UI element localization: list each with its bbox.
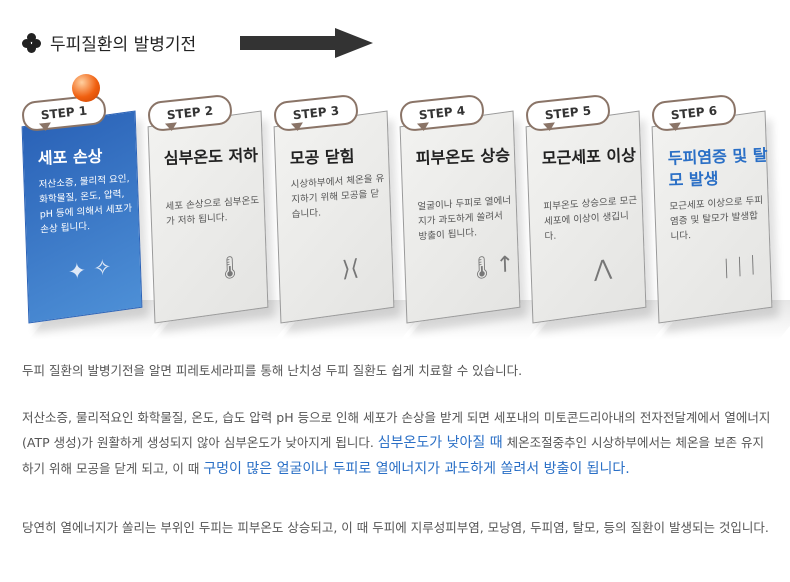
step-description: 모근세포 이상으로 두피염증 및 탈모가 발생합니다. (669, 195, 764, 243)
step-title: 심부온도 저하 (163, 145, 259, 168)
page-title: 두피질환의 발병기전 (50, 35, 197, 55)
step-title: 두피염증 및 탈모 발생 (667, 145, 768, 190)
intro-paragraph: 두피 질환의 발병기전을 알면 피레토세라피를 통해 난치성 두피 질환도 쉽게… (22, 363, 523, 378)
highlight-text: 구멍이 많은 얼굴이나 두피로 열에너지가 과도하게 쏠려서 방출이 됩니다. (203, 461, 630, 477)
step-title: 모공 닫힘 (289, 146, 355, 168)
conclusion-paragraph: 당연히 열에너지가 쏠리는 부위인 두피는 피부온도 상승되고, 이 때 두피에… (22, 520, 769, 535)
step-title: 세포 손상 (37, 146, 103, 168)
step-title: 피부온도 상승 (415, 145, 511, 168)
text-part: 체온조절중추인 시상하부에서는 체온을 보존 유지하기 위해 모공을 닫게 되고… (22, 435, 764, 476)
step-illustration-icon: ᛁᛁᛁ (719, 252, 760, 283)
step-illustration-icon: 🌡↑ (467, 251, 515, 283)
highlight-text: 심부온도가 낮아질 때 (377, 435, 503, 451)
mechanism-paragraph: 저산소증, 물리적요인 화학물질, 온도, 습도 압력 pH 등으로 인해 세포… (22, 405, 772, 482)
section-header: 두피질환의 발병기전 (22, 30, 196, 55)
step-description: 세포 손상으로 심부온도가 저하 됩니다. (165, 195, 260, 228)
step-title: 모근세포 이상 (541, 145, 637, 168)
step-illustration-icon: ⟩⟨ (341, 255, 360, 283)
step-description: 시상하부에서 체온을 유지하기 위해 모공을 닫습니다. (290, 173, 385, 221)
arrow-right-icon (240, 28, 373, 58)
pin-ball-icon (72, 74, 100, 102)
step-description: 피부온도 상승으로 모근세포에 이상이 생깁니다. (543, 195, 638, 243)
text-part: 저산소증, 물리적요인 화학물질, 온도, 습도 압력 pH 등으로 인해 세포… (22, 410, 771, 450)
step-description: 저산소증, 물리적 요인, 화학물질, 온도, 압력, pH 등에 의해서 세포… (38, 173, 133, 236)
step-illustration-icon: ✦ ✧ (67, 254, 113, 286)
clover-icon (22, 32, 42, 53)
step-illustration-icon: 🌡 (215, 254, 245, 283)
step-description: 얼굴이나 두피로 열에너지가 과도하게 쏠려서 방출이 됩니다. (417, 195, 512, 243)
step-illustration-icon: ⋀ (593, 255, 613, 283)
